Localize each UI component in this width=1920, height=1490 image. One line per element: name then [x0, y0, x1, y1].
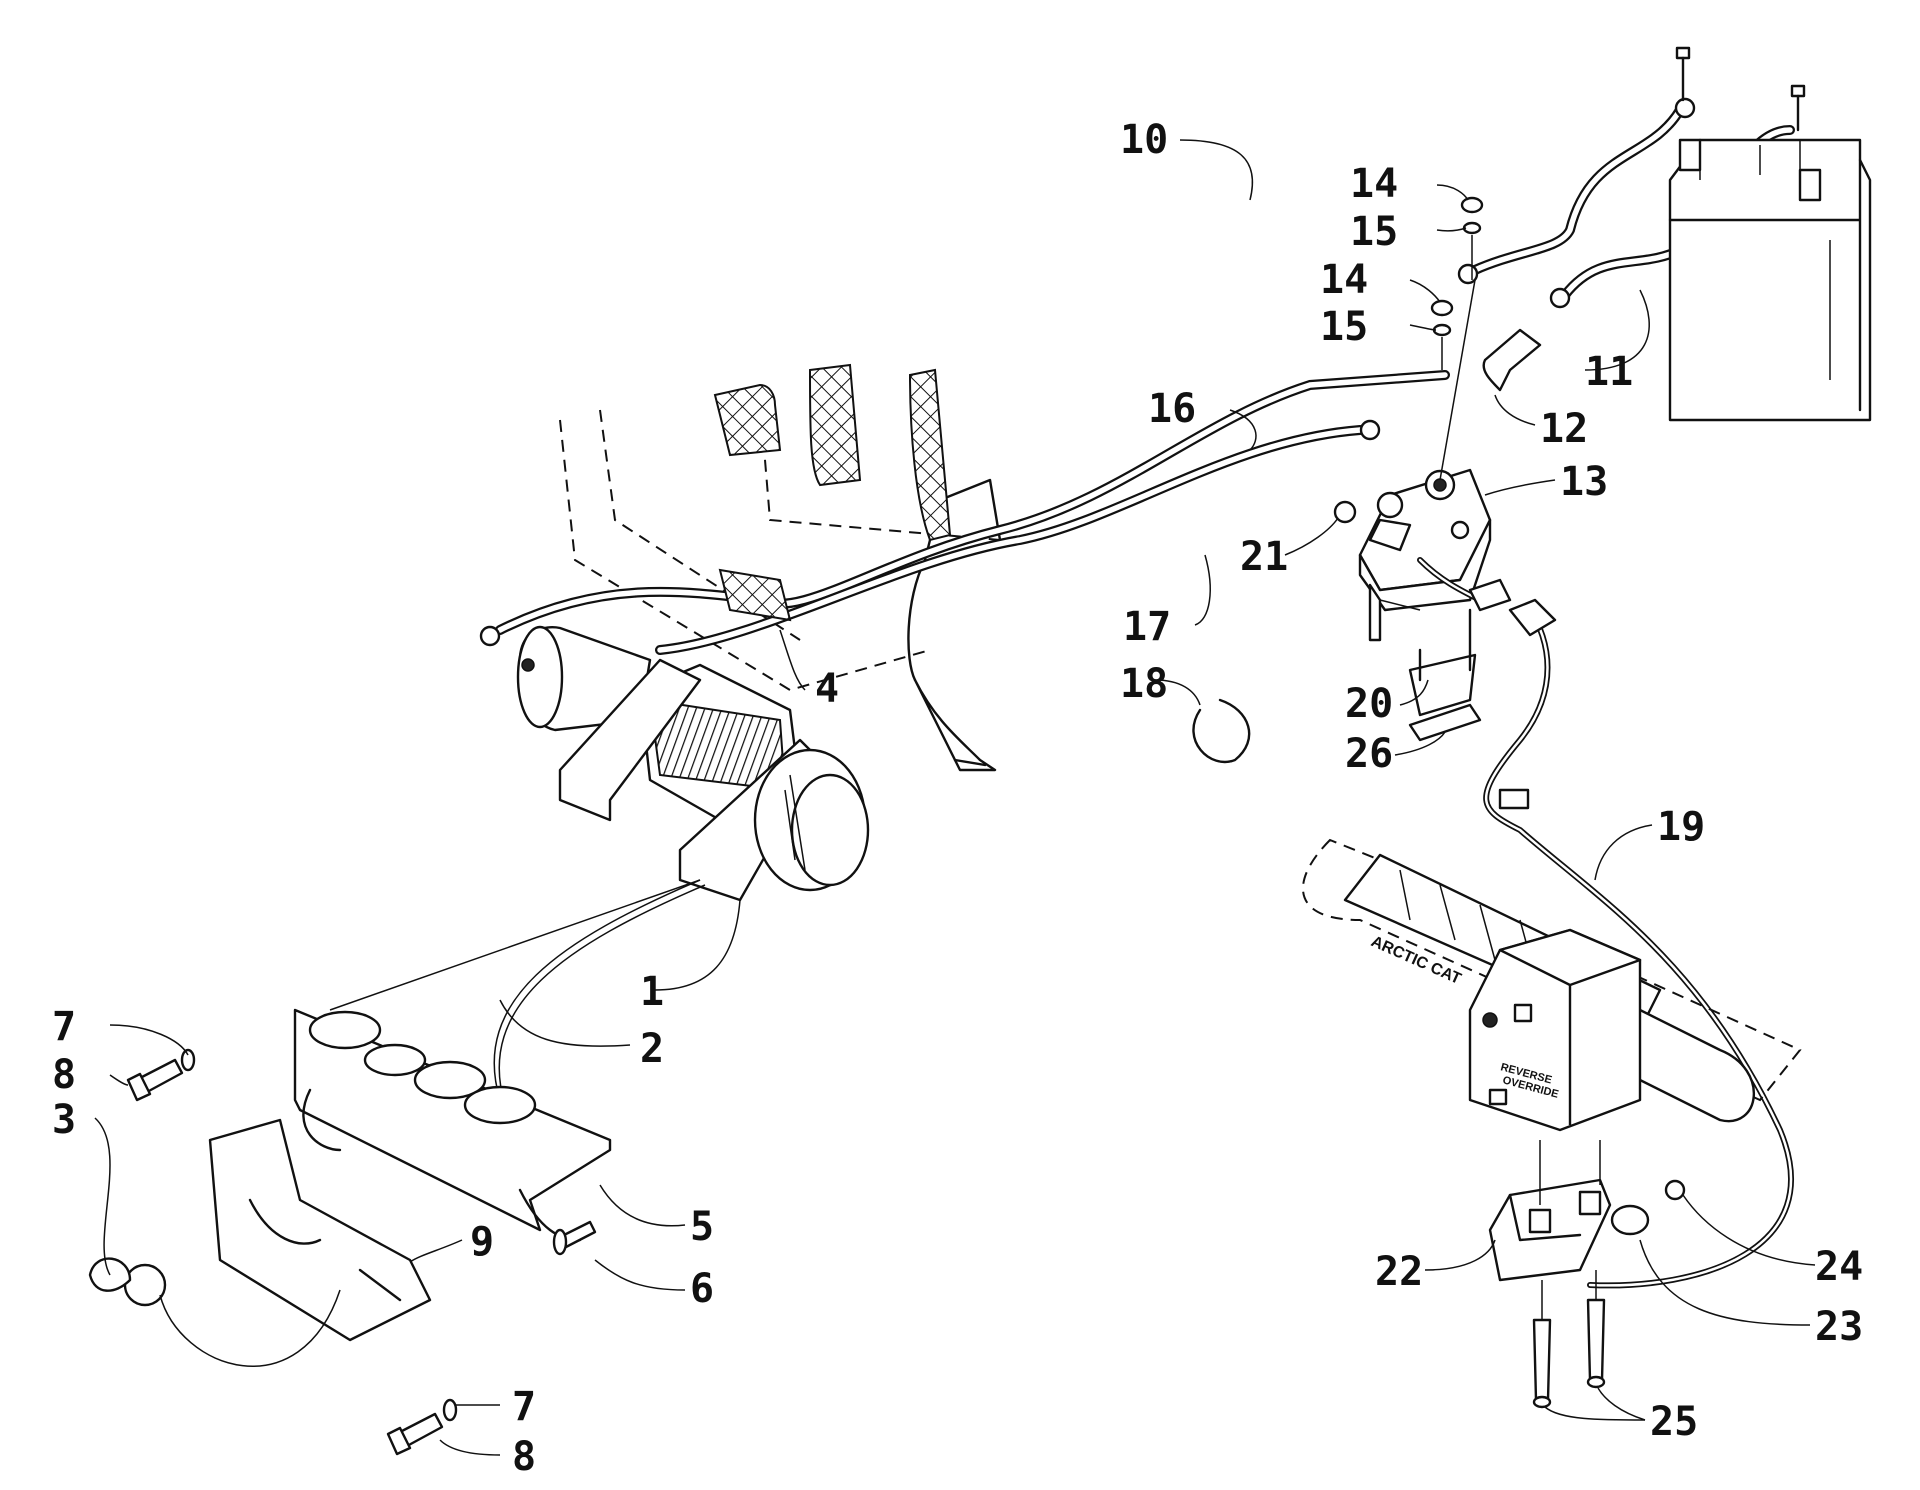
washer-15-lower[interactable] — [1432, 323, 1452, 337]
screw-24[interactable] — [1664, 1179, 1686, 1201]
power-cable-16[interactable] — [479, 370, 1450, 647]
bolt-8-upper[interactable] — [126, 1058, 184, 1102]
handlebar-switch-housing[interactable]: REVERSE OVERRIDE — [1468, 928, 1642, 1132]
callout-8-upper: 8 — [52, 1052, 76, 1098]
callout-15-upper: 15 — [1350, 209, 1398, 255]
decal-4[interactable] — [718, 568, 792, 622]
callout-15-lower: 15 — [1320, 304, 1368, 350]
boot-12[interactable] — [1482, 328, 1542, 392]
winch-assembly[interactable] — [516, 625, 870, 902]
callout-7-lower: 7 — [512, 1384, 536, 1430]
nut-14-upper[interactable] — [1460, 196, 1484, 214]
callout-1: 1 — [640, 969, 664, 1015]
vehicle-grille-panels — [713, 363, 952, 542]
callout-3: 3 — [52, 1097, 76, 1143]
callout-9: 9 — [470, 1219, 494, 1265]
callout-labels: 1 2 3 4 5 6 7 7 8 8 9 10 11 12 13 14 15 … — [52, 117, 1863, 1480]
callout-24: 24 — [1815, 1244, 1863, 1290]
bolt-8-lower[interactable] — [386, 1412, 444, 1456]
callout-4: 4 — [815, 666, 839, 712]
callout-2: 2 — [640, 1026, 664, 1072]
terminal-bolt-right[interactable] — [1790, 84, 1806, 132]
washer-7-lower[interactable] — [442, 1398, 458, 1422]
screw-25-left[interactable] — [1532, 1318, 1552, 1409]
solenoid-lead — [1417, 557, 1512, 612]
callout-16: 16 — [1148, 386, 1196, 432]
callout-14-upper: 14 — [1350, 161, 1398, 207]
battery — [1668, 138, 1872, 422]
power-cable-17[interactable] — [655, 419, 1381, 655]
bracket-20[interactable] — [1408, 608, 1477, 717]
leader-lines — [94, 139, 1816, 1456]
callout-11: 11 — [1585, 349, 1633, 395]
callout-14-lower: 14 — [1320, 257, 1368, 303]
nut-21[interactable] — [1333, 500, 1357, 524]
switch-clamp-22[interactable] — [1488, 1178, 1612, 1282]
switch-harness-19[interactable] — [1483, 598, 1795, 1289]
switch-plate-23[interactable] — [1610, 1204, 1650, 1236]
cable-tie-18[interactable] — [1192, 698, 1251, 763]
callout-6: 6 — [690, 1266, 714, 1312]
callout-12: 12 — [1540, 406, 1588, 452]
callout-8-lower: 8 — [512, 1434, 536, 1480]
callout-20: 20 — [1345, 681, 1393, 727]
callout-19: 19 — [1657, 804, 1705, 850]
screw-6[interactable] — [552, 1220, 597, 1256]
callout-13: 13 — [1560, 459, 1608, 505]
screw-25-right[interactable] — [1586, 1298, 1606, 1389]
callout-18: 18 — [1120, 661, 1168, 707]
terminal-bolt-left[interactable] — [1675, 46, 1691, 102]
callout-21: 21 — [1240, 534, 1288, 580]
washer-15-upper[interactable] — [1462, 221, 1482, 235]
callout-7-upper: 7 — [52, 1004, 76, 1050]
callout-25: 25 — [1650, 1399, 1698, 1445]
callout-17: 17 — [1123, 604, 1171, 650]
callout-22: 22 — [1375, 1249, 1423, 1295]
winch-mount-plate[interactable] — [293, 879, 701, 1242]
callout-5: 5 — [690, 1204, 714, 1250]
callout-26: 26 — [1345, 731, 1393, 777]
callout-23: 23 — [1815, 1304, 1863, 1350]
washer-7-upper[interactable] — [180, 1048, 196, 1072]
vehicle-frame-outline — [559, 399, 1002, 772]
callout-10: 10 — [1120, 117, 1168, 163]
nut-14-lower[interactable] — [1430, 299, 1454, 317]
pad-26[interactable] — [1408, 703, 1482, 742]
fairlead-bracket[interactable] — [208, 1118, 432, 1342]
